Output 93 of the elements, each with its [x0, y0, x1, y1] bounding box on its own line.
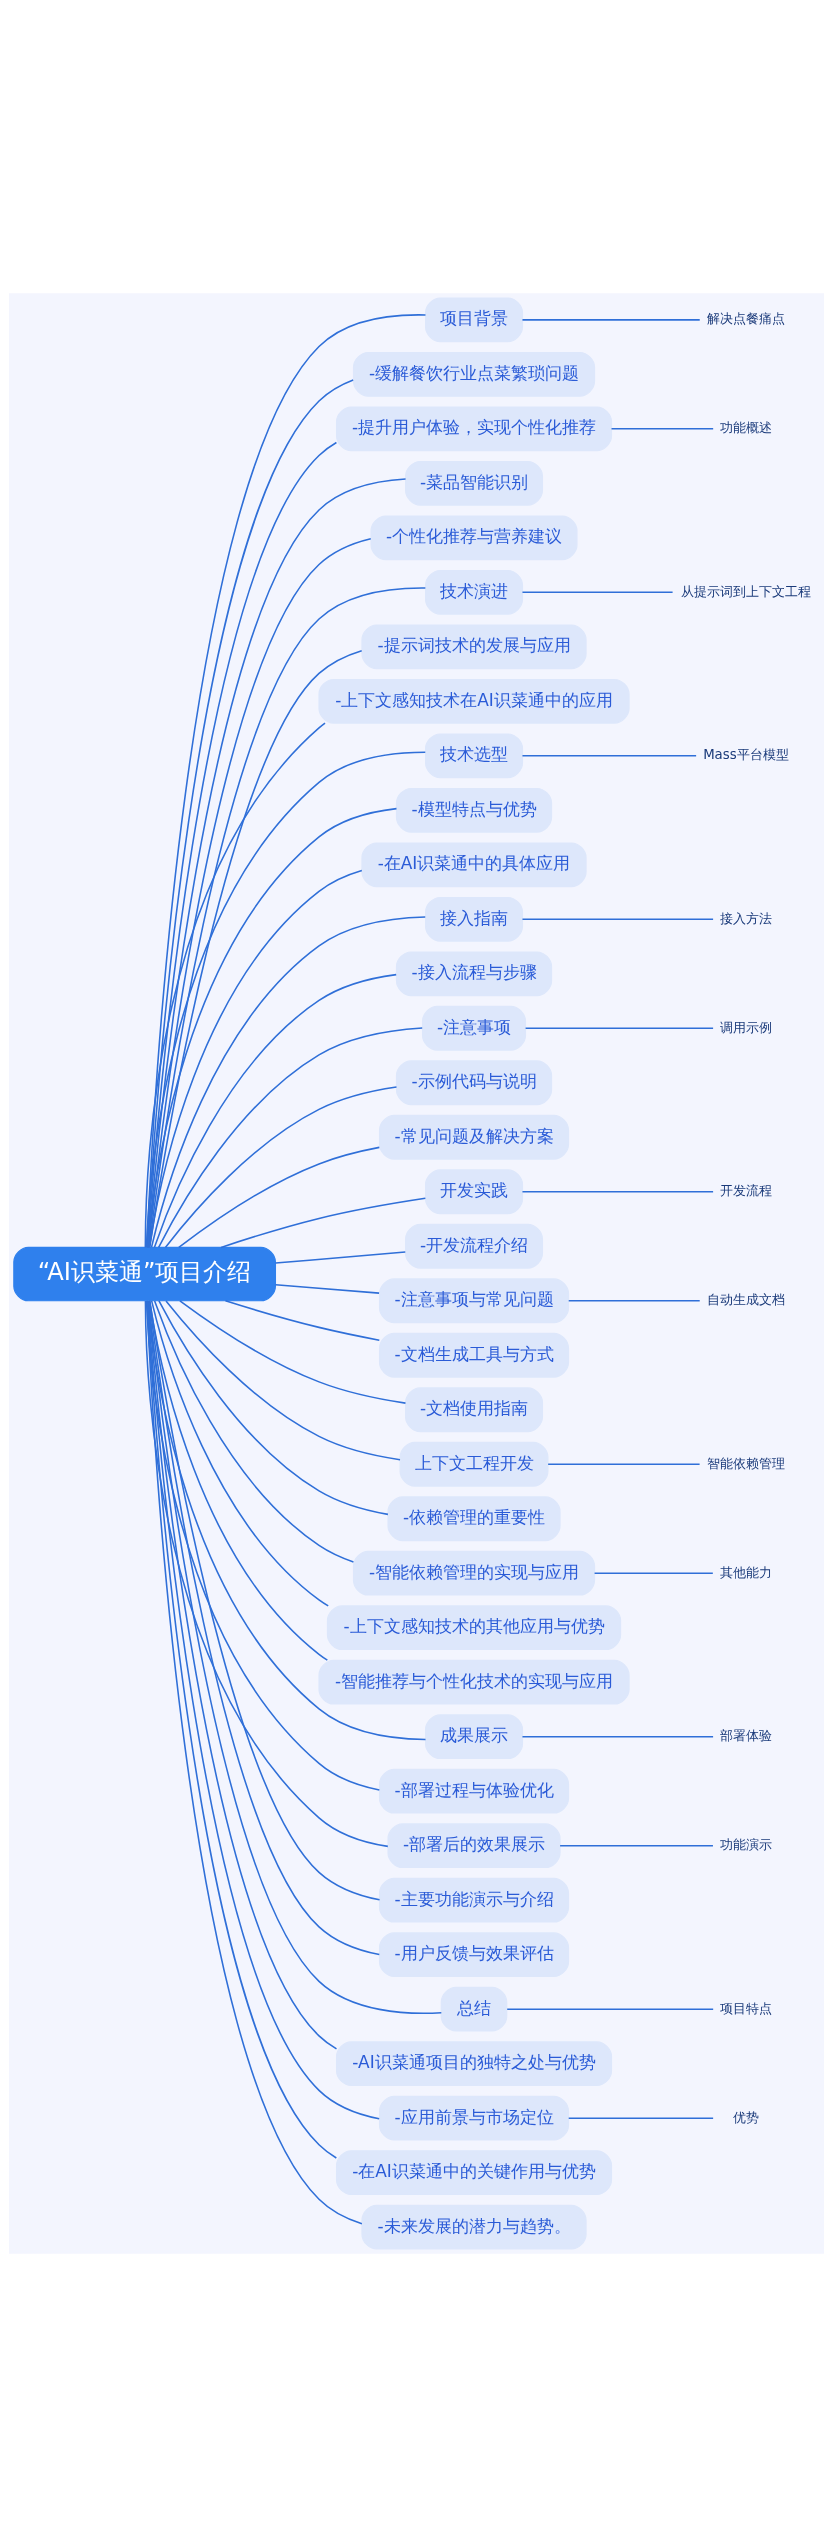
connector: [524, 1027, 714, 1029]
connector: [146, 441, 337, 1248]
connector: [147, 537, 372, 1248]
connector: [521, 918, 714, 920]
connector: [505, 2007, 714, 2010]
node-box: -智能依赖管理的实现与应用: [352, 1550, 595, 1596]
connector: [148, 1299, 328, 1661]
node-box: -部署过程与体验优化: [378, 1768, 569, 1814]
connector: [146, 477, 406, 1248]
node-box: -模型特点与优势: [395, 787, 552, 833]
connector: [148, 649, 362, 1248]
node-text: 项目特点: [719, 2000, 772, 2016]
node-text: 智能依赖管理: [706, 1455, 785, 1471]
node-box: 上下文工程开发: [399, 1441, 548, 1487]
node-text: Mass平台模型: [702, 746, 789, 762]
node-box: -在AI识菜通中的具体应用: [360, 841, 587, 887]
node-box: 成果展示: [424, 1713, 523, 1759]
node-box: -上下文感知技术在AI识菜通中的应用: [317, 678, 630, 724]
connector: [164, 1299, 401, 1460]
node-box: -示例代码与说明: [395, 1059, 552, 1105]
connector: [521, 318, 701, 321]
connector: [153, 1299, 354, 1563]
connector: [145, 750, 426, 1248]
connector: [150, 915, 426, 1248]
node-text: 功能演示: [719, 1836, 772, 1852]
connector: [177, 1146, 380, 1248]
node-box: -在AI识菜通中的关键作用与优势: [335, 2149, 612, 2195]
connector: [274, 1283, 380, 1294]
connector: [145, 1299, 363, 2224]
node-box: -个性化推荐与营养建议: [370, 514, 578, 560]
connector: [164, 1085, 397, 1248]
connector: [521, 1735, 714, 1737]
connector: [157, 1026, 423, 1248]
connector: [150, 1299, 329, 1607]
connector: [147, 1299, 442, 2014]
node-box: -应用前景与市场定位: [378, 2095, 569, 2141]
node-box: -智能推荐与个性化技术的实现与应用: [317, 1659, 630, 1705]
node-text: 调用示例: [719, 1019, 772, 1035]
node-text: 从提示词到上下文工程: [680, 583, 811, 599]
node-box: -文档使用指南: [404, 1386, 543, 1432]
node-box: -未来发展的潜力与趋势。: [360, 2204, 587, 2250]
connector: [567, 2116, 714, 2119]
connector: [593, 1571, 714, 1574]
connector: [521, 754, 697, 757]
connector: [153, 973, 397, 1248]
connector: [610, 427, 714, 430]
node-text: 功能概述: [719, 419, 772, 435]
connector: [145, 313, 426, 1248]
connector: [521, 1190, 714, 1193]
node-box: 开发实践: [424, 1168, 523, 1214]
node-text: 优势: [732, 2109, 759, 2125]
connector: [567, 1299, 700, 1302]
node-box: -开发流程介绍: [404, 1223, 543, 1269]
node-box: 技术选型: [424, 732, 523, 778]
connector: [145, 378, 354, 1248]
node-box: -用户反馈与效果评估: [378, 1931, 569, 1977]
node-box: -AI识菜通项目的独特之处与优势: [335, 2040, 612, 2086]
node-box: -部署后的效果展示: [386, 1822, 561, 1868]
connector: [178, 1299, 406, 1404]
node-box: -提升用户体验，实现个性化推荐: [335, 405, 612, 451]
node-box: -注意事项与常见问题: [378, 1277, 569, 1323]
node-box: -上下文感知技术的其他应用与优势: [326, 1604, 621, 1650]
node-text: 其他能力: [719, 1564, 772, 1580]
node-box: 技术演进: [424, 569, 523, 615]
connector: [521, 591, 673, 593]
connector: [157, 1299, 389, 1515]
node-box: -接入流程与步骤: [395, 950, 552, 996]
node-box: -注意事项: [421, 1005, 526, 1051]
node-box: -主要功能演示与介绍: [378, 1877, 569, 1923]
connector: [219, 1196, 426, 1248]
connector: [148, 869, 363, 1248]
node-text: 部署体验: [719, 1727, 772, 1743]
node-box: -文档生成工具与方式: [378, 1332, 569, 1378]
connector: [224, 1299, 380, 1341]
node-box: -提示词技术的发展与应用: [360, 623, 587, 669]
connector: [144, 721, 326, 1248]
node-box: -常见问题及解决方案: [378, 1114, 569, 1160]
connector: [546, 1462, 700, 1465]
connector: [558, 1844, 714, 1846]
node-box: -菜品智能识别: [404, 460, 543, 506]
connector: [146, 1299, 380, 2119]
node-box: “AI识菜通”项目介绍: [12, 1246, 276, 1301]
node-text: 接入方法: [719, 910, 772, 926]
node-box: 总结: [440, 1986, 507, 2032]
node-box: 项目背景: [424, 296, 523, 342]
node-text: 开发流程: [719, 1182, 772, 1198]
connector: [147, 586, 426, 1248]
node-box: -依赖管理的重要性: [386, 1495, 561, 1541]
node-text: 解决点餐痛点: [706, 310, 785, 326]
node-box: 接入指南: [424, 896, 523, 942]
node-text: 自动生成文档: [706, 1291, 785, 1307]
node-box: -缓解餐饮行业点菜繁琐问题: [352, 351, 595, 397]
connector: [274, 1250, 406, 1264]
